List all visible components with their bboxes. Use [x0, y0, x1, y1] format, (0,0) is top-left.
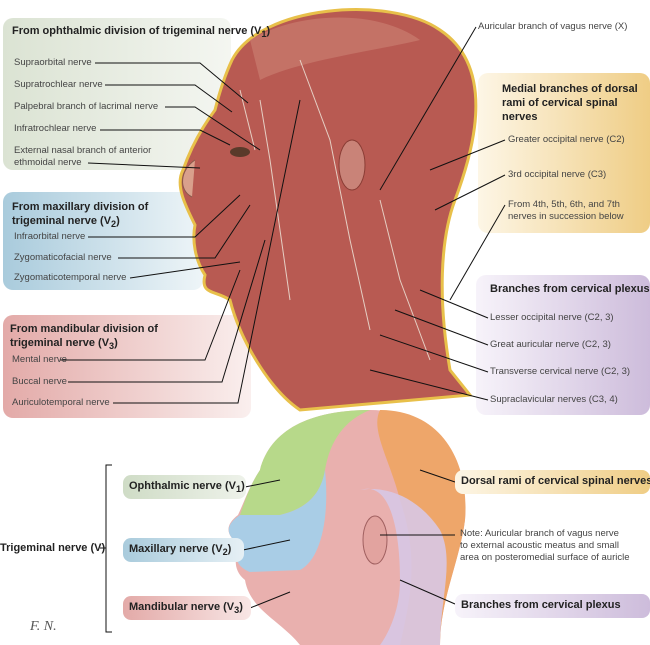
external-nasal-label-2: ethmoidal nerve	[14, 157, 82, 168]
external-nasal-label: External nasal branch of anterior	[14, 145, 152, 156]
dorsal-pill: Dorsal rami of cervical spinal nerves	[455, 470, 650, 494]
ophthalmic-heading: From ophthalmic division of trigeminal n…	[12, 25, 271, 40]
infratrochlear-label: Infratrochlear nerve	[14, 123, 97, 134]
maxillary-heading: From maxillary division of trigeminal ne…	[12, 201, 149, 230]
leader-lines	[60, 26, 506, 404]
great-auricular-label: Great auricular nerve (C2, 3)	[490, 339, 611, 350]
plexus-pill: Branches from cervical plexus	[455, 594, 650, 618]
buccal-label: Buccal nerve	[12, 376, 67, 387]
greater-occipital-label: Greater occipital nerve (C2)	[508, 134, 625, 145]
zygomaticofacial-label: Zygomaticofacial nerve	[14, 252, 112, 263]
plexus-heading: Branches from cervical plexus	[490, 283, 650, 295]
mandibular-heading: From mandibular division of trigeminal n…	[10, 323, 158, 352]
mental-label: Mental nerve	[12, 354, 67, 365]
succession-label-2: nerves in succession below	[508, 211, 624, 222]
auriculotemporal-label: Auriculotemporal nerve	[12, 397, 110, 408]
vagus-label: Auricular branch of vagus nerve (X)	[478, 21, 628, 32]
dorsal-heading: Medial branches of dorsal rami of cervic…	[502, 83, 638, 123]
bottom-leader-lines	[100, 464, 456, 633]
mandibular-pill: Mandibular nerve (V3)	[123, 596, 251, 620]
third-occipital-label: 3rd occipital nerve (C3)	[508, 169, 607, 180]
transverse-cervical-label: Transverse cervical nerve (C2, 3)	[490, 366, 631, 377]
succession-label: From 4th, 5th, 6th, and 7th	[508, 199, 620, 210]
sensory-map-head	[228, 410, 466, 645]
dorsal-box	[478, 73, 650, 233]
palpebral-label: Palpebral branch of lacrimal nerve	[14, 101, 159, 112]
maxillary-pill: Maxillary nerve (V2)	[123, 538, 244, 562]
zygomaticotemporal-label: Zygomaticotemporal nerve	[14, 272, 127, 283]
artist-signature: F. N.	[29, 619, 57, 634]
supratrochlear-label: Supratrochlear nerve	[14, 79, 103, 90]
supraorbital-label: Supraorbital nerve	[14, 57, 92, 68]
lesser-occipital-label: Lesser occipital nerve (C2, 3)	[490, 312, 614, 323]
supraclavicular-label: Supraclavicular nerves (C3, 4)	[490, 394, 618, 405]
plexus-box	[476, 275, 650, 415]
infraorbital-label: Infraorbital nerve	[14, 231, 86, 242]
maxillary-box	[3, 192, 203, 290]
ophthalmic-pill: Ophthalmic nerve (V1)	[123, 475, 246, 499]
mandibular-box	[3, 315, 251, 418]
trigeminal-label: Trigeminal nerve (V)	[0, 542, 106, 554]
